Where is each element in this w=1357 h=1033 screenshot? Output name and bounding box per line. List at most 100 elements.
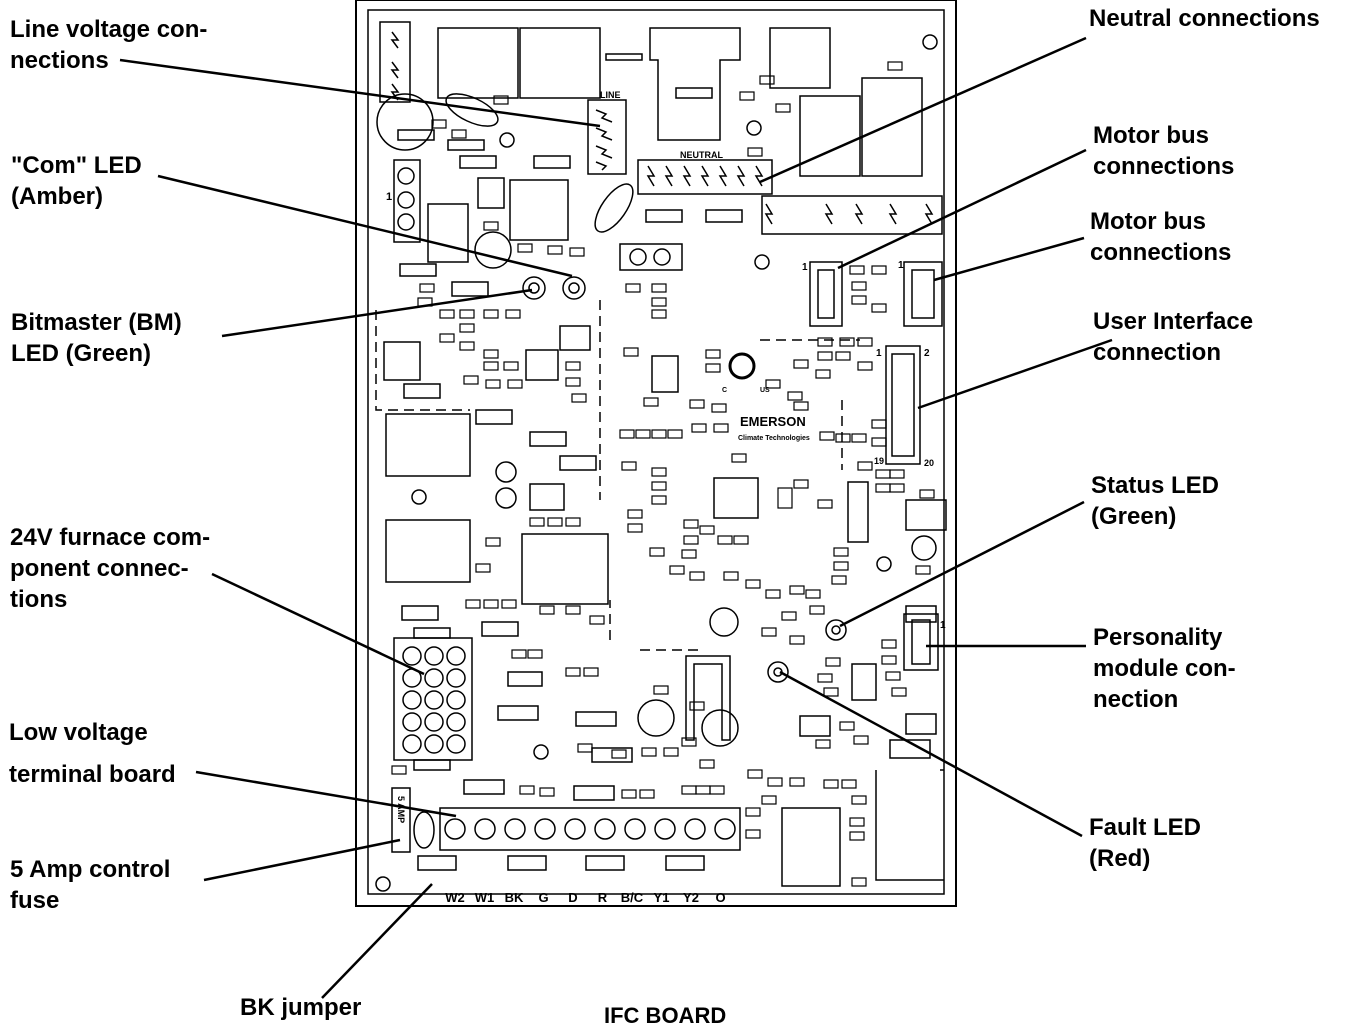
control-fuse [391, 787, 411, 853]
bitmaster-led [522, 276, 546, 300]
relay [519, 27, 601, 99]
board-inner-outline [367, 9, 945, 895]
terminal-label: W2 [445, 890, 465, 905]
terminal-label: R [598, 890, 608, 905]
mounting-hole [375, 876, 391, 892]
relay [781, 807, 841, 887]
fault-led [767, 661, 789, 683]
fuse-rating-text: 5 AMP [396, 796, 406, 823]
smd-components [391, 61, 935, 887]
mounting-hole [754, 254, 770, 270]
leader-neutral [759, 36, 1087, 184]
ui-pin-2: 2 [924, 348, 930, 359]
label-personality: Personality module con- nection [1093, 624, 1236, 713]
relay [799, 95, 861, 177]
terminal-label: BK [505, 890, 524, 905]
board-outer-outline [355, 0, 957, 907]
capacitor [709, 607, 739, 637]
ui-pin-1: 1 [876, 348, 882, 359]
board-caption: IFC BOARD [604, 1003, 727, 1028]
capacitor [637, 699, 675, 737]
mounting-hole [746, 120, 762, 136]
motor-bus-connector [809, 261, 843, 327]
line-terminal-strip [379, 21, 411, 103]
relay [509, 179, 569, 241]
line-connector [587, 99, 627, 175]
com-led [562, 276, 586, 300]
leader-bitmaster [221, 288, 533, 338]
mounting-hole [876, 556, 892, 572]
leader-bk-jumper [321, 883, 433, 999]
cert-us: US [760, 387, 770, 394]
terminal-label: Y2 [683, 890, 699, 905]
status-led [825, 619, 847, 641]
relay [383, 341, 421, 381]
mounting-hole [922, 34, 938, 50]
leader-line-voltage [119, 58, 601, 128]
motor-bus-pin-1b: 1 [898, 260, 904, 271]
label-fuse: 5 Amp control fuse [10, 856, 171, 914]
oval-component [594, 183, 634, 233]
terminal-label: D [568, 890, 577, 905]
leader-low-voltage [195, 770, 457, 818]
capacitor [474, 231, 512, 269]
component [427, 203, 469, 263]
leader-motor-bus-2 [933, 236, 1085, 282]
relay [437, 27, 519, 99]
brand-name: EMERSON [740, 414, 806, 429]
motor-bus-pin-1: 1 [802, 262, 808, 273]
leader-motor-bus-1 [837, 148, 1087, 270]
label-motor-bus-1: Motor bus connections [1093, 122, 1235, 180]
component [905, 499, 947, 531]
round-component [376, 93, 434, 151]
certification-mark [728, 352, 756, 380]
leader-furnace-24v [211, 572, 425, 676]
component [529, 483, 565, 511]
capacitor [911, 535, 937, 561]
ic-chip [651, 355, 679, 393]
pm-pin-1: 1 [940, 620, 946, 631]
ic-chip [559, 325, 591, 351]
relay [521, 533, 609, 605]
leader-com-led [157, 174, 573, 278]
neutral-marker: NEUTRAL [680, 150, 723, 160]
label-furnace-24v: 24V furnace com- ponent connec- tions [10, 524, 211, 613]
leader-fault-led [779, 670, 1083, 838]
furnace-connector-pins [402, 646, 466, 754]
terminal-label: B/C [621, 890, 644, 905]
ic-chip [713, 477, 759, 519]
personality-connector [903, 613, 939, 671]
terminal-label: O [715, 890, 725, 905]
relay [385, 413, 471, 477]
screw-terminal-block [393, 159, 421, 243]
label-low-voltage: Low voltage terminal board [9, 719, 176, 788]
label-motor-bus-2: Motor bus connections [1090, 208, 1232, 266]
label-user-interface: User Interface connection [1093, 308, 1254, 366]
label-bk-jumper: BK jumper [240, 994, 362, 1021]
leader-user-interface [917, 338, 1113, 410]
capacitor [495, 461, 517, 483]
power-connector [619, 243, 683, 271]
ic-chip [851, 663, 877, 701]
leader-fuse [203, 838, 401, 882]
ui-pin-19: 19 [874, 456, 884, 466]
cert-c: C [722, 387, 727, 394]
line-marker: LINE [600, 90, 621, 100]
leader-status-led [839, 500, 1085, 628]
terminal-label: Y1 [654, 890, 670, 905]
relay [769, 27, 831, 89]
terminal-label: W1 [475, 890, 495, 905]
relay [385, 519, 471, 583]
label-fault-led: Fault LED (Red) [1089, 814, 1201, 872]
terminal-screws [444, 818, 736, 840]
furnace-connector [393, 637, 473, 761]
component [477, 177, 505, 209]
microcontroller [525, 349, 559, 381]
relay-housing [649, 27, 741, 141]
label-bitmaster: Bitmaster (BM) LED (Green) [11, 309, 182, 367]
neutral-connector [637, 159, 773, 195]
header-strip [847, 481, 869, 543]
power-connector-pin: 1 [386, 191, 392, 203]
